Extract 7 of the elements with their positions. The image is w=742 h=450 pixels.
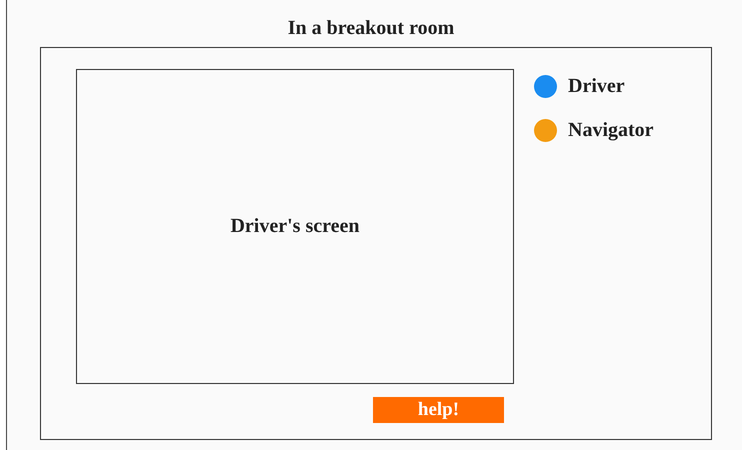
screen-box bbox=[76, 69, 514, 384]
diagram-title: In a breakout room bbox=[286, 17, 456, 40]
screen-label: Driver's screen bbox=[230, 215, 360, 238]
legend-label: Driver bbox=[568, 75, 625, 98]
legend-label: Navigator bbox=[568, 119, 654, 142]
help-button: help! bbox=[373, 397, 504, 423]
room-box bbox=[40, 47, 712, 440]
